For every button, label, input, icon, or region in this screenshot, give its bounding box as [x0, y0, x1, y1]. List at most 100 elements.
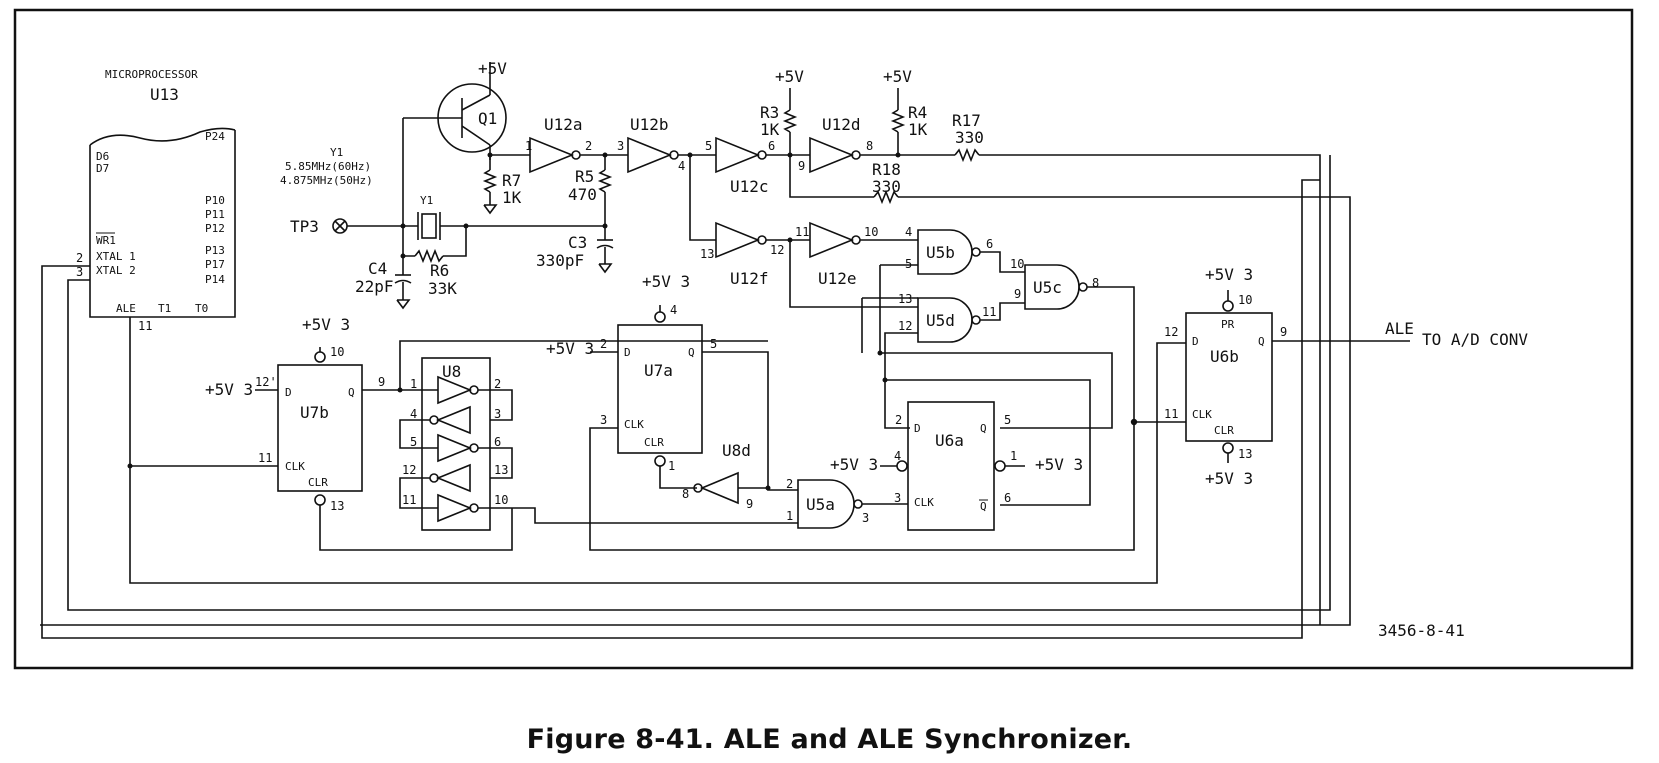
- svg-text:4: 4: [894, 449, 901, 463]
- svg-text:13: 13: [494, 463, 508, 477]
- svg-text:12': 12': [255, 375, 277, 389]
- y1-freq-60: 5.85MHz(60Hz): [285, 160, 371, 173]
- svg-text:1: 1: [668, 459, 675, 473]
- svg-text:8: 8: [1092, 276, 1099, 290]
- c3-ref: C3: [568, 233, 587, 252]
- svg-text:1: 1: [786, 509, 793, 523]
- figure-caption: Figure 8-41. ALE and ALE Synchronizer.: [526, 724, 1133, 755]
- r3-supply: +5V: [775, 67, 804, 86]
- svg-text:10: 10: [494, 493, 508, 507]
- svg-text:11: 11: [1164, 407, 1178, 421]
- y1-label: Y1: [330, 146, 343, 159]
- svg-text:13: 13: [330, 499, 344, 513]
- u6a-clk: CLK: [914, 496, 934, 509]
- svg-text:11: 11: [982, 305, 996, 319]
- mcu-pin-p11: P11: [205, 208, 225, 221]
- u7a-d: D: [624, 346, 631, 359]
- ale-output-label: ALE: [1385, 319, 1414, 338]
- u7b-q: Q: [348, 386, 355, 399]
- svg-text:5: 5: [705, 139, 712, 153]
- mcu-pin-p24: P24: [205, 130, 225, 143]
- svg-text:10: 10: [864, 225, 878, 239]
- schematic-diagram: MICROPROCESSOR U13 D6 D7 WR1 XTAL 1 XTAL…: [13, 8, 1634, 670]
- u6a-pr-supply: +5V 3: [830, 455, 878, 474]
- mcu-pin-t0: T0: [195, 302, 208, 315]
- drawing-number: 3456-8-41: [1378, 621, 1465, 640]
- svg-text:11: 11: [795, 225, 809, 239]
- u7a-q: Q: [688, 346, 695, 359]
- pin-num: 11: [138, 319, 152, 333]
- q1-label: Q1: [478, 109, 497, 128]
- q1-supply: +5V: [478, 59, 507, 78]
- u7a-label: U7a: [644, 361, 673, 380]
- svg-text:2: 2: [895, 413, 902, 427]
- u6b-clk: CLK: [1192, 408, 1212, 421]
- u12b-label: U12b: [630, 115, 669, 134]
- wire-ale: [129, 317, 1186, 584]
- u6b-pr: PR: [1221, 318, 1235, 331]
- svg-text:6: 6: [494, 435, 501, 449]
- r6-val: 33K: [428, 279, 457, 298]
- u6b-pr-supply: +5V 3: [1205, 265, 1253, 284]
- svg-text:4: 4: [678, 159, 685, 173]
- svg-text:4: 4: [905, 225, 912, 239]
- u8-label: U8: [442, 362, 461, 381]
- u5c-label: U5c: [1033, 278, 1062, 297]
- svg-text:3: 3: [600, 413, 607, 427]
- svg-text:4: 4: [670, 303, 677, 317]
- svg-text:9: 9: [1014, 287, 1021, 301]
- svg-text:4: 4: [410, 407, 417, 421]
- u6b-label: U6b: [1210, 347, 1239, 366]
- r5-ref: R5: [575, 167, 594, 186]
- mcu-pin-wr: WR1: [96, 234, 116, 247]
- svg-text:11: 11: [258, 451, 272, 465]
- r7-val: 1K: [502, 188, 522, 207]
- r17-val: 330: [955, 128, 984, 147]
- mcu-ref: U13: [150, 85, 179, 104]
- u5a-label: U5a: [806, 495, 835, 514]
- svg-text:2: 2: [585, 139, 592, 153]
- r5-val: 470: [568, 185, 597, 204]
- u12f-label: U12f: [730, 269, 769, 288]
- svg-text:9: 9: [1280, 325, 1287, 339]
- wire-xtal1: [41, 179, 1320, 639]
- svg-text:2: 2: [786, 477, 793, 491]
- c4-val: 22pF: [355, 277, 394, 296]
- tp3-label: TP3: [290, 217, 319, 236]
- svg-text:5: 5: [905, 257, 912, 271]
- svg-text:6: 6: [768, 139, 775, 153]
- svg-text:13: 13: [1238, 447, 1252, 461]
- r4-supply: +5V: [883, 67, 912, 86]
- u7a-clr: CLR: [644, 436, 664, 449]
- pin-num: 2: [76, 251, 83, 265]
- adc-output-label: TO A/D CONV: [1422, 330, 1528, 349]
- c3-val: 330pF: [536, 251, 584, 270]
- u12a-label: U12a: [544, 115, 583, 134]
- svg-text:3: 3: [862, 511, 869, 525]
- mcu-pin-d7: D7: [96, 162, 109, 175]
- svg-text:1: 1: [525, 139, 532, 153]
- u6a-label: U6a: [935, 431, 964, 450]
- svg-text:12: 12: [1164, 325, 1178, 339]
- r4-ref: R4: [908, 103, 927, 122]
- mcu-pin-xtal1: XTAL 1: [96, 250, 136, 263]
- r3-ref: R3: [760, 103, 779, 122]
- u6b-clr: CLR: [1214, 424, 1234, 437]
- mcu-pin-p12: P12: [205, 222, 225, 235]
- frame-border: [13, 8, 1634, 670]
- u6b-d: D: [1192, 335, 1199, 348]
- svg-text:6: 6: [1004, 491, 1011, 505]
- svg-text:1: 1: [1010, 449, 1017, 463]
- u12e-label: U12e: [818, 269, 857, 288]
- pin-num: 3: [76, 265, 83, 279]
- u6a-out-supply: +5V 3: [1035, 455, 1083, 474]
- svg-text:5: 5: [1004, 413, 1011, 427]
- svg-text:6: 6: [986, 237, 993, 251]
- r4-val: 1K: [908, 120, 928, 139]
- u6b-clr-supply: +5V 3: [1205, 469, 1253, 488]
- u7a-supply: +5V 3: [642, 272, 690, 291]
- u6b-q: Q: [1258, 335, 1265, 348]
- u5b-label: U5b: [926, 243, 955, 262]
- svg-text:10: 10: [330, 345, 344, 359]
- svg-text:3: 3: [894, 491, 901, 505]
